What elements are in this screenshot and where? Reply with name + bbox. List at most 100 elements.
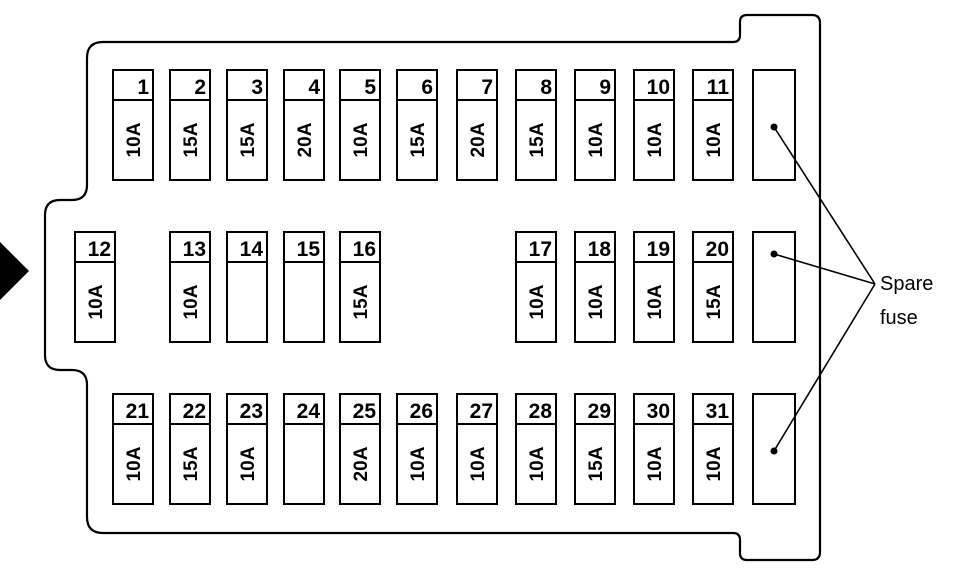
fuse-number: 23 bbox=[240, 400, 263, 423]
fuse-number: 27 bbox=[470, 400, 493, 423]
fuse-number: 6 bbox=[421, 76, 433, 99]
fuse-group: 110A215A315A420A510A615A720A815A910A1010… bbox=[74, 69, 734, 505]
fuse-number: 16 bbox=[353, 238, 376, 261]
fuse-rating: 10A bbox=[238, 446, 259, 481]
fuse-number: 1 bbox=[137, 76, 149, 99]
fuse-rating: 15A bbox=[586, 446, 607, 481]
fuse-body bbox=[226, 231, 268, 343]
fuse-14: 14 bbox=[226, 231, 268, 343]
fuse-number: 14 bbox=[240, 238, 264, 261]
fuse-rating: 15A bbox=[181, 122, 202, 157]
spare-fuse-group bbox=[752, 69, 796, 505]
leader-line-2 bbox=[773, 253, 876, 285]
fuse-block-outline bbox=[43, 13, 822, 562]
fuse-28: 28 10A bbox=[515, 393, 557, 505]
fuse-body bbox=[283, 393, 325, 505]
spare-fuse-2 bbox=[752, 231, 796, 343]
fuse-body bbox=[574, 69, 616, 181]
fuse-24: 24 bbox=[283, 393, 325, 505]
fuse-rating: 20A bbox=[468, 122, 489, 157]
spare-fuse-label-line1: Spare bbox=[880, 273, 933, 295]
fuse-rating: 15A bbox=[181, 446, 202, 481]
fuse-body bbox=[226, 69, 268, 181]
front-arrow-icon bbox=[0, 242, 29, 300]
fuse-1: 1 10A bbox=[112, 69, 154, 181]
fuse-rating: 10A bbox=[527, 446, 548, 481]
fuse-body bbox=[574, 231, 616, 343]
fuse-body bbox=[396, 393, 438, 505]
fuse-number: 9 bbox=[599, 76, 611, 99]
fuse-21: 21 10A bbox=[112, 393, 154, 505]
fuse-number: 7 bbox=[481, 76, 493, 99]
fuse-rating: 15A bbox=[238, 122, 259, 157]
spare-fuse-body bbox=[752, 231, 796, 343]
fuse-rating: 20A bbox=[295, 122, 316, 157]
fuse-body bbox=[515, 231, 557, 343]
fuse-22: 22 15A bbox=[169, 393, 211, 505]
fuse-number: 28 bbox=[529, 400, 553, 423]
fuse-15: 15 bbox=[283, 231, 325, 343]
fuse-rating: 10A bbox=[124, 122, 145, 157]
spare-fuse-1 bbox=[752, 69, 796, 181]
fuse-rating: 15A bbox=[704, 284, 725, 319]
fuse-number: 12 bbox=[88, 238, 111, 261]
spare-fuse-leader-lines bbox=[773, 126, 876, 452]
fuse-number: 17 bbox=[529, 238, 552, 261]
fuse-body bbox=[633, 231, 675, 343]
fuse-body bbox=[574, 393, 616, 505]
fuse-body bbox=[515, 393, 557, 505]
fuse-number: 31 bbox=[706, 400, 730, 423]
fuse-rating: 20A bbox=[351, 446, 372, 481]
fuse-number: 15 bbox=[297, 238, 321, 261]
fuse-number: 18 bbox=[588, 238, 612, 261]
fuse-number: 21 bbox=[126, 400, 150, 423]
fuse-7: 7 20A bbox=[456, 69, 498, 181]
fuse-rating: 10A bbox=[645, 122, 666, 157]
fuse-16: 16 15A bbox=[339, 231, 381, 343]
fuse-body bbox=[339, 231, 381, 343]
fuse-body bbox=[112, 69, 154, 181]
fuse-body bbox=[692, 69, 734, 181]
fuse-number: 26 bbox=[410, 400, 433, 423]
leader-line-1 bbox=[773, 126, 876, 285]
fuse-body bbox=[396, 69, 438, 181]
fuse-number: 5 bbox=[364, 76, 376, 99]
fuse-body bbox=[515, 69, 557, 181]
fuse-rating: 10A bbox=[645, 446, 666, 481]
fuse-number: 3 bbox=[251, 76, 263, 99]
fuse-rating: 15A bbox=[351, 284, 372, 319]
fuse-number: 22 bbox=[183, 400, 206, 423]
fuse-body bbox=[169, 393, 211, 505]
spare-fuse-3 bbox=[752, 393, 796, 505]
fuse-2: 2 15A bbox=[169, 69, 211, 181]
fuse-rating: 10A bbox=[645, 284, 666, 319]
fuse-body bbox=[283, 231, 325, 343]
fuse-number: 2 bbox=[194, 76, 206, 99]
fuse-rating: 10A bbox=[124, 446, 145, 481]
fuse-26: 26 10A bbox=[396, 393, 438, 505]
fuse-number: 29 bbox=[588, 400, 611, 423]
spare-fuse-body bbox=[752, 393, 796, 505]
fuse-body bbox=[692, 393, 734, 505]
fuse-rating: 15A bbox=[527, 122, 548, 157]
fuse-body bbox=[226, 393, 268, 505]
fuse-rating: 10A bbox=[408, 446, 429, 481]
fuse-number: 13 bbox=[183, 238, 206, 261]
fuse-3: 3 15A bbox=[226, 69, 268, 181]
